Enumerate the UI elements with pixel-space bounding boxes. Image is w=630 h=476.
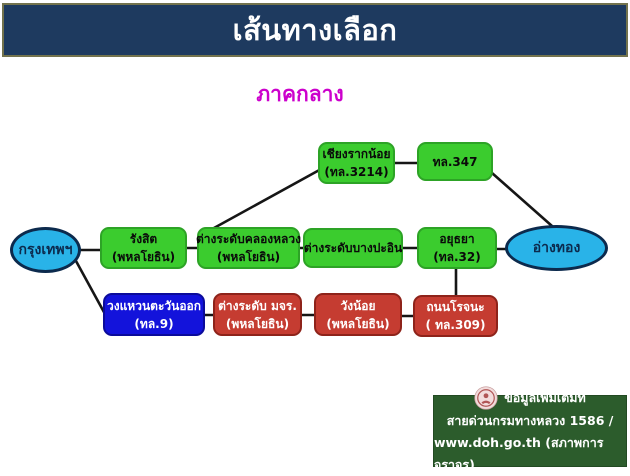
node-khlong-luang: ต่างระดับคลองหลวง (พหลโยธิน)	[196, 227, 301, 269]
node-sublabel: (พหลโยธิน)	[326, 316, 390, 331]
info-text: ข้อมูลเพิ่มเติมที่	[504, 390, 586, 406]
info-line-2: สายด่วนกรมทางหลวง 1586 /	[446, 413, 614, 429]
node-label: ต่างระดับบางปะอิน	[303, 241, 403, 255]
node-sublabel: (ทล.3214)	[324, 165, 389, 179]
node-label: ต่างระดับคลองหลวง	[196, 232, 301, 246]
info-line-1: ข้อมูลเพิ่มเติมที่	[474, 386, 586, 410]
node-wang-noi: วังน้อย (พหลโยธิน)	[314, 293, 402, 336]
region-subtitle: ภาคกลาง	[256, 82, 344, 106]
node-label: ถนนโรจนะ	[426, 300, 485, 314]
node-label: วังน้อย	[340, 298, 376, 313]
node-sublabel: ( ทล.309)	[425, 318, 486, 332]
node-chiang-rak-noi: เชียงรากน้อย (ทล.3214)	[318, 142, 395, 184]
node-label: รังสิต	[129, 232, 158, 246]
node-mjr-interchange: ต่างระดับ มจร. (พหลโยธิน)	[213, 293, 302, 336]
node-route-347: ทล.347	[417, 142, 493, 181]
doh-seal-icon	[474, 386, 498, 410]
info-line-3: www.doh.go.th (สภาพการจราจร)	[434, 435, 604, 472]
node-label: อ่างทอง	[532, 239, 581, 256]
node-label: อยุธยา	[439, 232, 475, 246]
node-ayutthaya: อยุธยา (ทล.32)	[417, 227, 497, 269]
node-rangsit: รังสิต (พหลโยธิน)	[100, 227, 187, 269]
node-label: เชียงรากน้อย	[322, 147, 391, 161]
node-sublabel: (พหลโยธิน)	[111, 250, 176, 264]
node-sublabel: (พหลโยธิน)	[216, 250, 281, 264]
node-label: กรุงเทพฯ	[18, 241, 73, 258]
node-rojana-road: ถนนโรจนะ ( ทล.309)	[413, 295, 498, 337]
node-sublabel: (พหลโยธิน)	[225, 316, 290, 331]
page-title: เส้นทางเลือก	[232, 13, 398, 47]
node-outer-ring-road: วงแหวนตะวันออก (ทล.9)	[103, 293, 205, 336]
node-label: ทล.347	[432, 154, 478, 169]
node-sublabel: (ทล.9)	[134, 316, 174, 331]
node-label: วงแหวนตะวันออก	[106, 298, 202, 313]
node-bangkok: กรุงเทพฯ	[10, 227, 81, 273]
node-bang-pa-in: ต่างระดับบางปะอิน	[303, 228, 403, 268]
node-ang-thong: อ่างทอง	[505, 225, 608, 271]
info-box: ข้อมูลเพิ่มเติมที่ สายด่วนกรมทางหลวง 158…	[433, 386, 627, 472]
node-label: ต่างระดับ มจร.	[218, 298, 297, 313]
title-bar: เส้นทางเลือก	[2, 3, 628, 57]
node-sublabel: (ทล.32)	[433, 250, 481, 264]
